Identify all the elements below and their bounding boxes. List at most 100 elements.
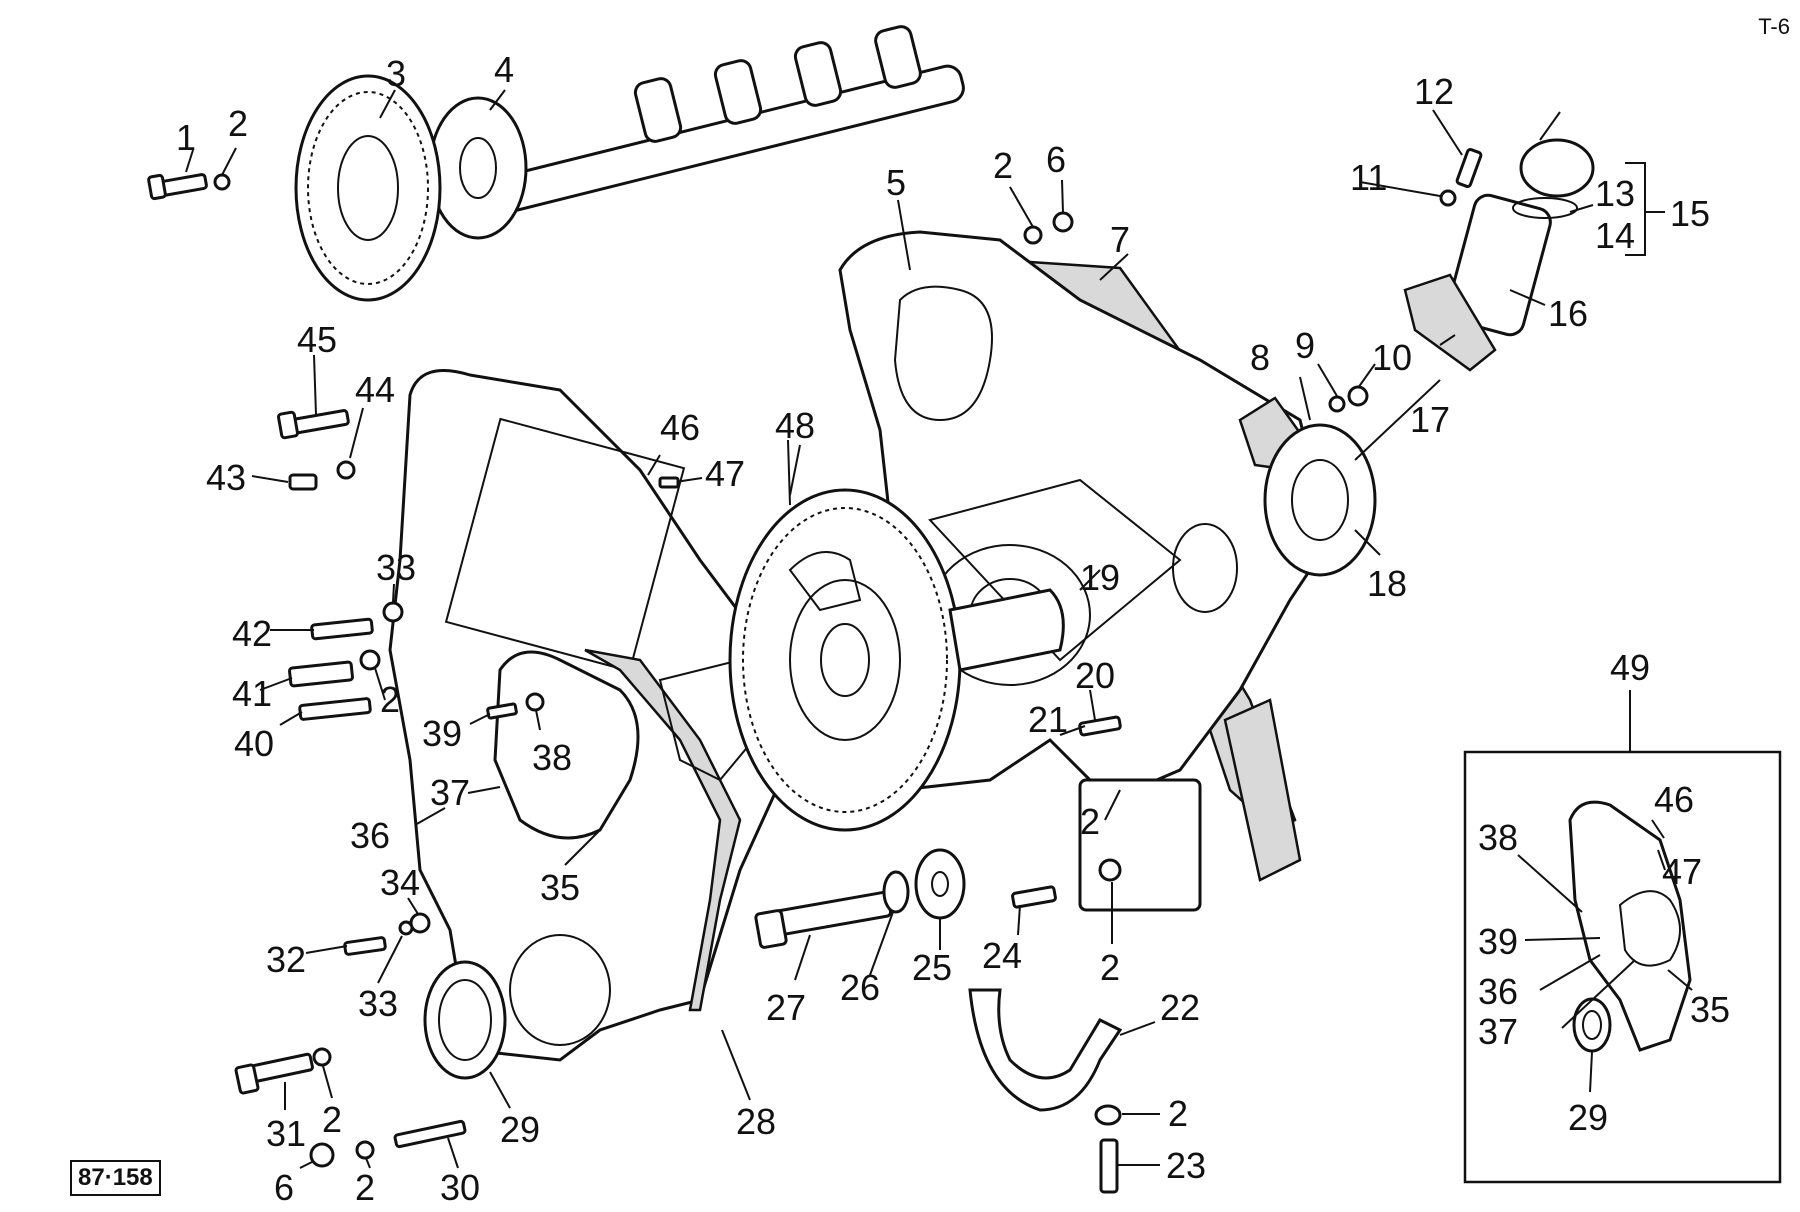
callout-3: 3 xyxy=(386,53,406,94)
callout-33: 33 xyxy=(376,547,416,588)
lower-washer xyxy=(312,1047,332,1067)
callout-13: 13 xyxy=(1595,173,1635,214)
callout-2: 2 xyxy=(322,1099,342,1140)
pump-cap xyxy=(1519,138,1595,198)
inset-callout-29: 29 xyxy=(1568,1097,1608,1138)
callout-8: 8 xyxy=(1250,337,1270,378)
crankshaft-oil-seal xyxy=(423,960,507,1080)
crankshaft-pulley-bolt xyxy=(767,890,893,938)
callout-14: 14 xyxy=(1595,215,1635,256)
inset-callout-39: 39 xyxy=(1478,921,1518,962)
callout-22: 22 xyxy=(1160,987,1200,1028)
bearing-cap-bolt xyxy=(1011,885,1057,909)
cover-washer xyxy=(382,601,404,623)
inset-cover-variant xyxy=(1568,800,1692,1053)
callout-4: 4 xyxy=(494,49,514,90)
sheet-code: T-6 xyxy=(1758,14,1790,39)
crankshaft-seal-housing xyxy=(509,934,611,1046)
pump-cover-washer xyxy=(525,692,545,712)
callout-7: 7 xyxy=(1110,219,1130,260)
callout-23: 23 xyxy=(1166,1145,1206,1186)
small-nut xyxy=(409,912,431,934)
callout-37: 37 xyxy=(430,772,470,813)
callout-2: 2 xyxy=(380,679,400,720)
callout-2: 2 xyxy=(1080,801,1100,842)
idler-stud xyxy=(1078,715,1122,737)
callout-47: 47 xyxy=(705,453,745,494)
callout-5: 5 xyxy=(886,162,906,203)
callout-12: 12 xyxy=(1414,71,1454,112)
callout-30: 30 xyxy=(440,1167,480,1208)
bearing-cap xyxy=(968,988,1123,1112)
small-bolt xyxy=(343,936,387,956)
callout-2: 2 xyxy=(993,145,1013,186)
callout-labels: 1 2 3 4 5 2 6 7 12 11 13 14 15 16 17 8 9… xyxy=(176,49,1730,1208)
callout-1: 1 xyxy=(176,117,196,158)
stud-nut xyxy=(309,1142,335,1168)
callout-29: 29 xyxy=(500,1109,540,1150)
cam-lobe xyxy=(713,59,763,125)
cover-screw xyxy=(658,476,680,489)
cover-bolt xyxy=(298,697,372,721)
inset-callout-36: 36 xyxy=(1478,971,1518,1012)
callout-45: 45 xyxy=(297,319,337,360)
callout-17: 17 xyxy=(1410,399,1450,440)
camshaft-assembly xyxy=(147,25,965,302)
callout-2: 2 xyxy=(228,103,248,144)
pump-washer xyxy=(1439,189,1457,207)
bracket-nut xyxy=(1098,858,1122,882)
inset-callout-35: 35 xyxy=(1690,989,1730,1030)
cover-bolt-short xyxy=(288,473,318,491)
idler-gear-rim xyxy=(728,488,962,832)
pump-bolt xyxy=(1455,148,1483,188)
callout-10: 10 xyxy=(1372,337,1412,378)
callout-36: 36 xyxy=(350,815,390,856)
case-stud-nut xyxy=(1052,211,1074,233)
small-washer xyxy=(398,920,414,936)
callout-43: 43 xyxy=(206,457,246,498)
stud-washer xyxy=(355,1140,375,1160)
callout-6: 6 xyxy=(1046,139,1066,180)
cover-bolt xyxy=(310,617,374,641)
callout-42: 42 xyxy=(232,613,272,654)
flange-washer xyxy=(1328,395,1346,413)
callout-38: 38 xyxy=(532,737,572,778)
callout-6: 6 xyxy=(274,1167,294,1208)
cover-stud xyxy=(393,1119,467,1149)
cover-plate-panel xyxy=(444,417,686,673)
callout-24: 24 xyxy=(982,935,1022,976)
callout-40: 40 xyxy=(234,723,274,764)
callout-48: 48 xyxy=(775,405,815,446)
callout-21: 21 xyxy=(1028,699,1068,740)
pump-gasket xyxy=(1403,273,1497,372)
idler-shaft xyxy=(948,588,1065,672)
callout-16: 16 xyxy=(1548,293,1588,334)
callout-39: 39 xyxy=(422,713,462,754)
callout-20: 20 xyxy=(1075,655,1115,696)
cam-lobe xyxy=(874,25,922,89)
inset-callout-47: 47 xyxy=(1662,851,1702,892)
callout-34: 34 xyxy=(380,862,420,903)
cover-bolt xyxy=(288,660,354,688)
cam-lobe xyxy=(793,41,843,107)
cap-nut xyxy=(1094,1104,1122,1126)
inset-callout-46: 46 xyxy=(1654,779,1694,820)
inset-callout-38: 38 xyxy=(1478,817,1518,858)
callout-25: 25 xyxy=(912,947,952,988)
pulley-washer xyxy=(882,870,910,914)
callout-28: 28 xyxy=(736,1101,776,1142)
thrust-flange xyxy=(428,96,528,240)
callout-44: 44 xyxy=(355,369,395,410)
callout-46: 46 xyxy=(660,407,700,448)
callout-26: 26 xyxy=(840,967,880,1008)
inset-detail-frame xyxy=(1463,750,1782,1184)
callout-41: 41 xyxy=(232,673,272,714)
pulley-spacer xyxy=(914,848,966,920)
callout-35: 35 xyxy=(540,867,580,908)
timing-chain-gasket xyxy=(584,648,742,1012)
callout-15: 15 xyxy=(1670,193,1710,234)
pump-o-ring xyxy=(1512,197,1578,219)
cam-lobe xyxy=(633,77,683,143)
callout-32: 32 xyxy=(266,939,306,980)
